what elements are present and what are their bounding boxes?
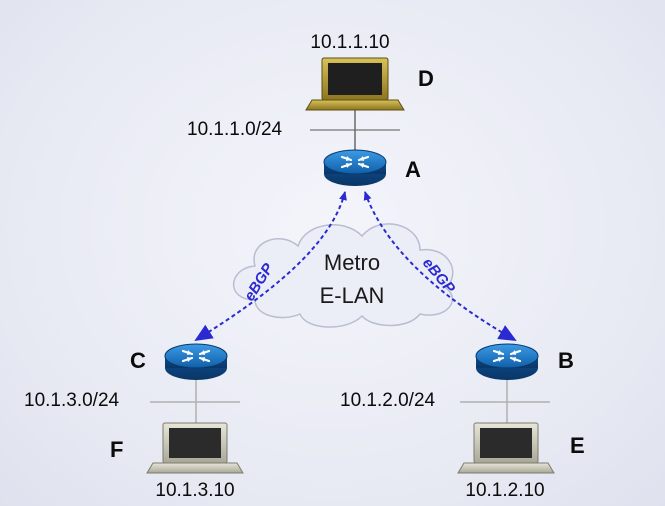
ip-f: 10.1.3.10	[155, 480, 234, 501]
laptop-d-icon	[305, 57, 405, 111]
label-a: A	[405, 157, 421, 182]
cloud-label-metro: Metro	[324, 250, 380, 275]
ip-d: 10.1.1.10	[310, 32, 389, 53]
ebgp-link-a-b	[363, 191, 517, 341]
router-c-icon	[163, 342, 229, 382]
cloud-label-elan: E-LAN	[320, 283, 385, 308]
label-d: D	[418, 66, 434, 91]
ebgp-link-a-c	[194, 191, 347, 342]
metro-cloud: Metro E-LAN	[232, 223, 454, 328]
router-a-icon	[322, 148, 388, 188]
subnet-top-label: 10.1.1.0/24	[187, 119, 283, 140]
subnet-right-label: 10.1.2.0/24	[340, 390, 436, 411]
subnet-left-label: 10.1.3.0/24	[24, 390, 120, 411]
label-c: C	[130, 348, 146, 373]
router-b-icon	[474, 342, 540, 382]
label-f: F	[110, 437, 123, 462]
label-b: B	[558, 348, 574, 373]
laptop-f-icon	[146, 422, 244, 474]
ip-e: 10.1.2.10	[465, 480, 544, 501]
label-e: E	[570, 433, 585, 458]
laptop-e-icon	[457, 422, 555, 474]
